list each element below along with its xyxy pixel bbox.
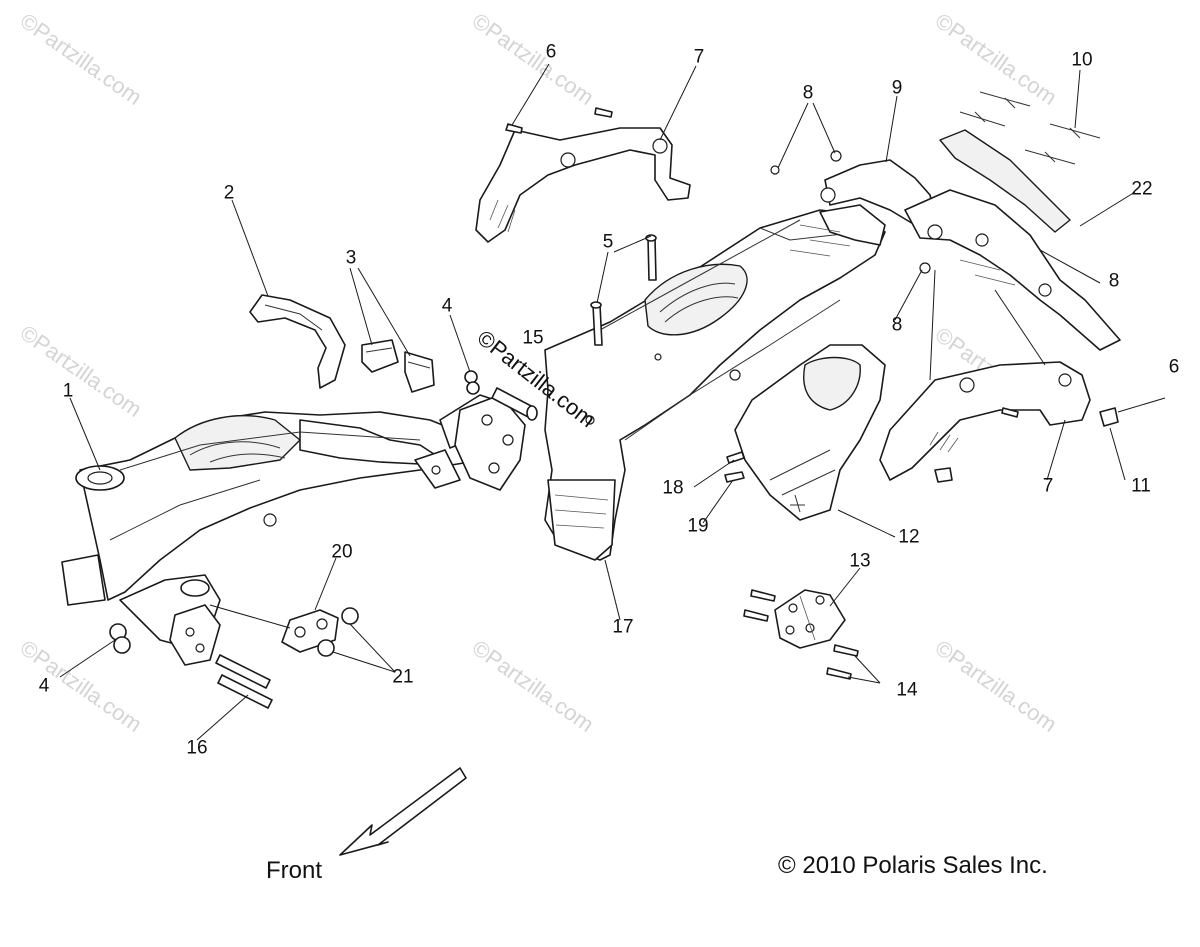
callout-22: 22 — [1131, 178, 1153, 200]
part-plate — [774, 589, 846, 649]
callout-8: 8 — [1108, 270, 1120, 292]
callout-8: 8 — [891, 314, 903, 336]
callout-14: 14 — [896, 679, 918, 701]
callout-11: 11 — [1131, 475, 1151, 497]
front-direction-arrow — [339, 767, 467, 856]
callout-4: 4 — [441, 295, 453, 317]
callout-7: 7 — [693, 46, 705, 68]
callout-7: 7 — [1042, 475, 1054, 497]
part-center-frame — [544, 204, 886, 561]
part-bolts — [590, 234, 662, 361]
callout-20: 20 — [331, 541, 353, 563]
callout-6: 6 — [545, 41, 557, 63]
callout-4: 4 — [38, 675, 50, 697]
part-strap — [249, 294, 346, 389]
part-plate-bolts — [743, 589, 859, 680]
front-label: Front — [266, 857, 323, 884]
part-lower-nut — [109, 623, 131, 654]
callout-6: 6 — [1168, 356, 1180, 378]
part-upper-bracket — [475, 107, 691, 243]
callout-3: 3 — [345, 247, 357, 269]
part-rail — [904, 129, 1121, 351]
part-fender — [734, 344, 886, 521]
part-small-fasteners — [724, 451, 745, 483]
callout-1: 1 — [62, 380, 74, 402]
part-pin — [491, 387, 538, 421]
part-front-frame — [61, 394, 526, 666]
part-clips — [361, 339, 435, 393]
callout-5: 5 — [602, 231, 614, 253]
callout-9: 9 — [891, 77, 903, 99]
callout-18: 18 — [662, 477, 684, 499]
copyright-notice: © 2010 Polaris Sales Inc. — [778, 852, 1048, 879]
part-rods — [959, 91, 1101, 165]
callout-12: 12 — [898, 526, 920, 548]
callout-17: 17 — [612, 616, 634, 638]
part-long-bolts — [215, 654, 273, 709]
callout-10: 10 — [1071, 49, 1093, 71]
part-nut — [464, 370, 480, 395]
callout-8: 8 — [802, 82, 814, 104]
leader-lines — [59, 63, 1166, 741]
callout-15: 15 — [522, 327, 544, 349]
callout-19: 19 — [687, 515, 709, 537]
part-bushings — [317, 607, 359, 657]
part-lower-right-bracket — [879, 361, 1119, 483]
callout-21: 21 — [392, 666, 414, 688]
callout-2: 2 — [223, 182, 235, 204]
callout-13: 13 — [849, 550, 871, 572]
callout-16: 16 — [186, 737, 208, 759]
